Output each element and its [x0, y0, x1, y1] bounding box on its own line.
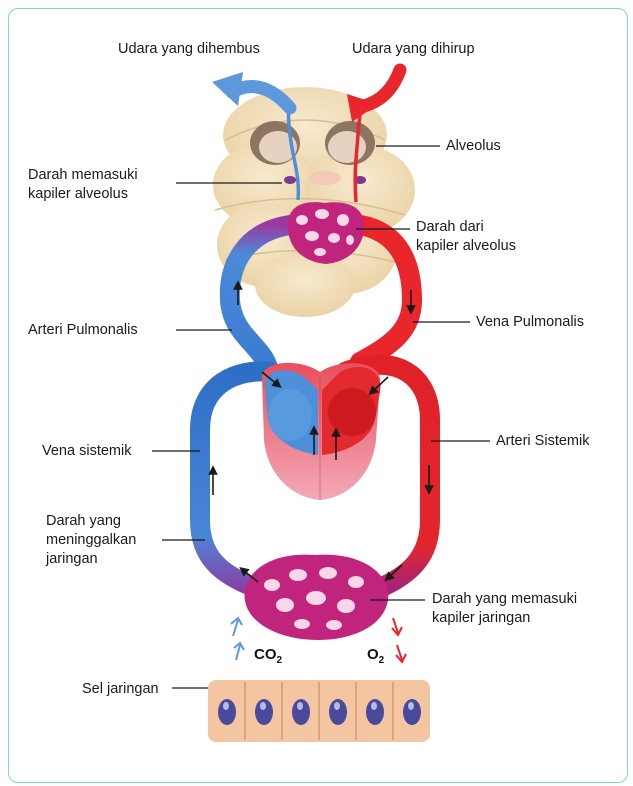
blood-entering-tissue-capillary-label: Darah yang memasuki kapiler jaringan [432, 590, 577, 628]
blood-from-alveolar-capillary-label: Darah dari kapiler alveolus [416, 218, 516, 256]
co2-arrows-icon [231, 618, 244, 660]
co2-subscript: 2 [277, 655, 283, 666]
blood-entering-alveolar-capillary-label: Darah memasuki kapiler alveolus [28, 166, 138, 204]
inhaled-air-label: Udara yang dihirup [352, 40, 475, 59]
exhaled-air-label: Udara yang dihembus [118, 40, 260, 59]
systemic-vein-label: Vena sistemik [42, 442, 131, 461]
co2-base: CO [254, 646, 277, 663]
tissue-cells-label: Sel jaringan [82, 680, 159, 699]
tissue-capillary-network [245, 555, 389, 640]
heart [262, 363, 380, 500]
pulmonary-artery-label: Arteri Pulmonalis [28, 321, 138, 340]
alveolus-cluster [213, 87, 415, 317]
pulmonary-vein-label: Vena Pulmonalis [476, 313, 584, 332]
o2-subscript: 2 [379, 655, 385, 666]
systemic-vein-vessel [200, 371, 272, 590]
co2-label: CO2 [254, 646, 282, 666]
tissue-cells [208, 680, 430, 742]
blood-leaving-tissue-label: Darah yang meninggalkan jaringan [46, 512, 136, 569]
systemic-artery-label: Arteri Sistemik [496, 432, 589, 451]
alveolus-label: Alveolus [446, 137, 501, 156]
o2-base: O [367, 646, 379, 663]
o2-label: O2 [367, 646, 384, 666]
o2-arrows-icon [392, 618, 406, 662]
